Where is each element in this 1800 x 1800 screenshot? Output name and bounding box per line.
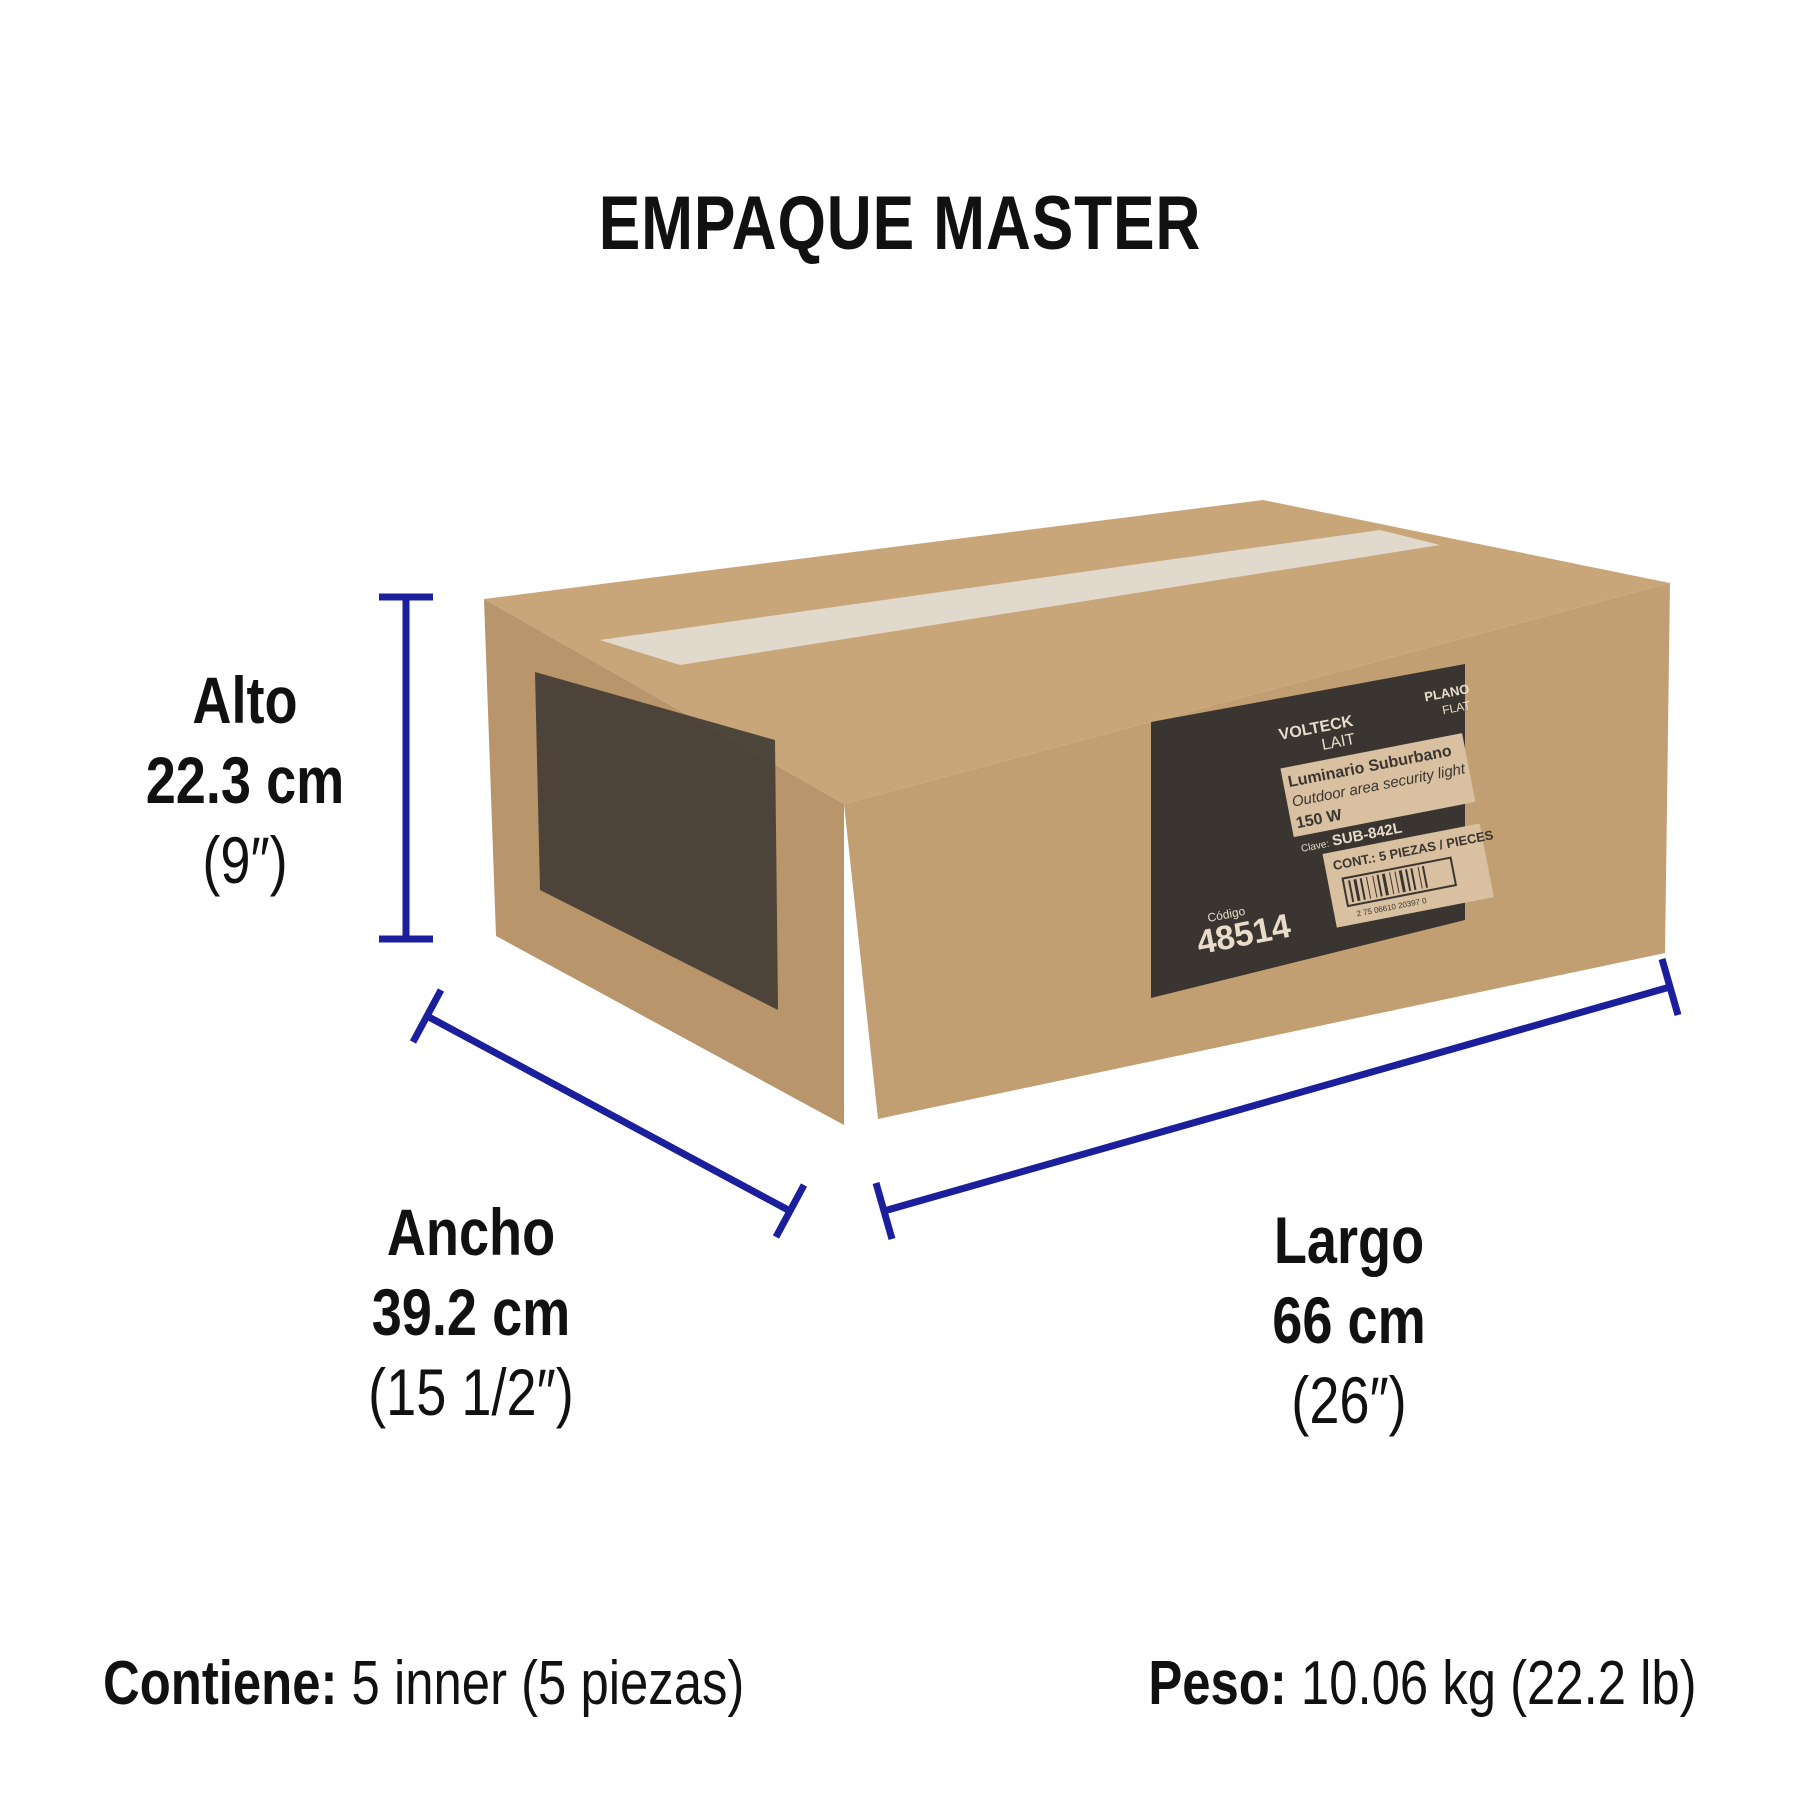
box-left-label (535, 672, 778, 1010)
peso-label: Peso: (1148, 1649, 1288, 1718)
ancho-dimension: Ancho 39.2 cm (15 1/2″) (368, 1192, 574, 1432)
barcode-bar (1398, 870, 1406, 893)
box-tape (600, 530, 1440, 665)
peso-value: 10.06 kg (22.2 lb) (1301, 1649, 1697, 1718)
barcode-bar (1359, 877, 1366, 900)
alto-metric: 22.3 cm (145, 743, 345, 817)
barcode-bar (1372, 875, 1378, 898)
barcode-bar (1394, 871, 1400, 894)
alto-dimension: Alto 22.3 cm (9″) (146, 660, 345, 900)
contiene-label: Contiene: (103, 1649, 338, 1718)
barcode-bar (1421, 865, 1429, 888)
largo-dimension-line (872, 958, 1682, 1240)
box-top-face (484, 500, 1670, 804)
barcode-bar (1376, 874, 1383, 897)
alto-imperial: (9″) (202, 823, 288, 897)
largo-dimension: Largo 66 cm (26″) (1272, 1200, 1425, 1440)
ancho-label: Ancho (386, 1195, 556, 1269)
contiene-value: 5 inner (5 piezas) (351, 1649, 745, 1718)
barcode-bar (1410, 868, 1417, 891)
alto-dimension-line (379, 593, 433, 943)
ancho-imperial: (15 1/2″) (368, 1355, 574, 1429)
barcode-bar (1417, 866, 1423, 889)
label-sub-brand: LAIT (1320, 731, 1357, 754)
largo-imperial: (26″) (1291, 1363, 1407, 1437)
barcode-bar (1348, 880, 1355, 903)
ancho-metric: 39.2 cm (371, 1275, 571, 1349)
barcode-bar (1365, 876, 1372, 899)
ancho-dimension-line (409, 988, 808, 1239)
barcode-bar (1389, 872, 1395, 895)
barcode-bar (1405, 869, 1412, 892)
barcode (1341, 856, 1458, 908)
label-type-en: FLAT (1441, 698, 1472, 717)
label-clave-label: Clave: (1300, 839, 1330, 855)
master-box: VOLTECK LAIT PLANO FLAT Luminario Suburb… (484, 500, 1670, 1125)
page-title: EMPAQUE MASTER (598, 181, 1202, 266)
barcode-bar (1381, 873, 1389, 896)
contents-info: Contiene: 5 inner (5 piezas) (103, 1648, 744, 1719)
weight-info: Peso: 10.06 kg (22.2 lb) (1149, 1648, 1697, 1719)
largo-metric: 66 cm (1272, 1283, 1426, 1357)
alto-label: Alto (192, 663, 298, 737)
barcode-bar (1353, 878, 1361, 902)
largo-label: Largo (1273, 1203, 1425, 1277)
